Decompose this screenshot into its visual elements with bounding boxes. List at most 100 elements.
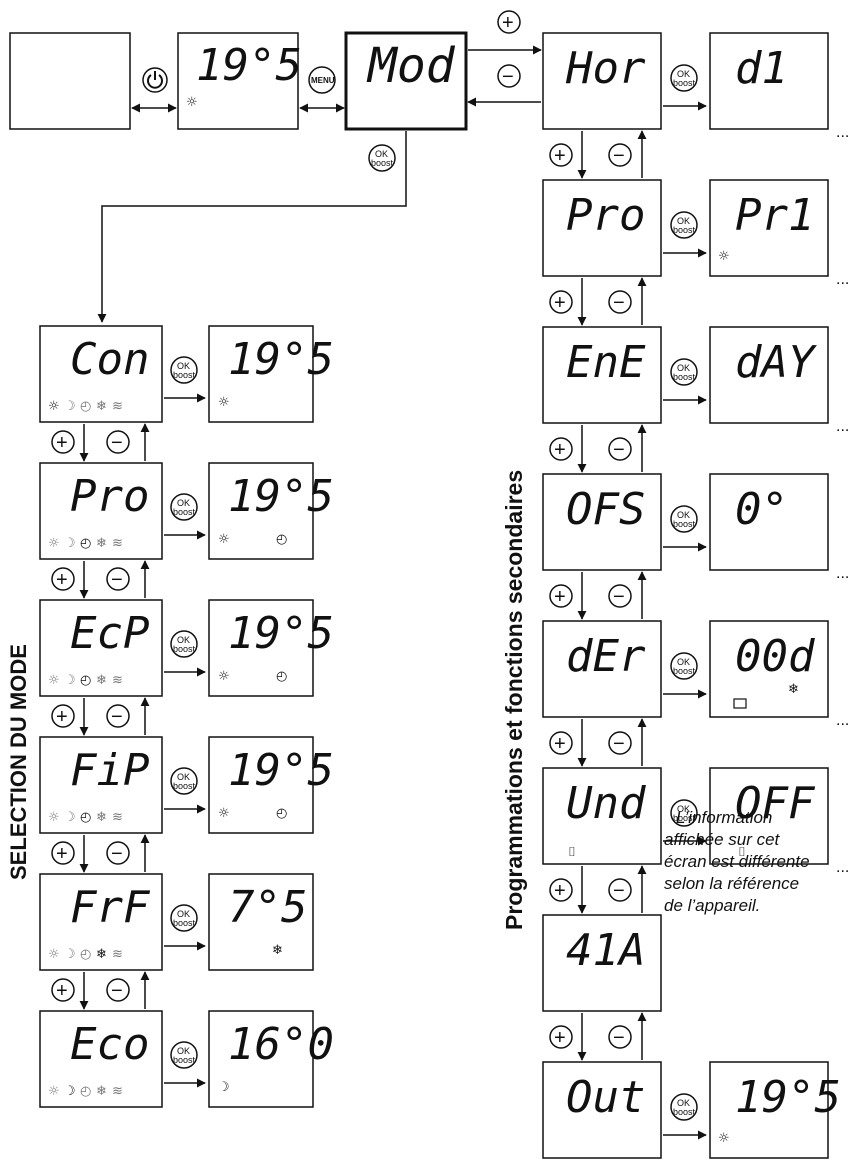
menu-button[interactable]: MENU bbox=[308, 66, 336, 94]
power-button[interactable] bbox=[142, 67, 168, 93]
clock-icon: ◴ bbox=[80, 810, 91, 825]
svg-text:−: − bbox=[613, 1027, 625, 1049]
plus-button-top[interactable]: + bbox=[497, 10, 521, 34]
ok-label: OK bbox=[677, 510, 690, 520]
ellipsis: ... bbox=[836, 859, 849, 876]
ok-label: OK bbox=[677, 216, 690, 226]
svg-text:−: − bbox=[111, 569, 123, 591]
svg-text:écran est différente: écran est différente bbox=[664, 852, 810, 871]
heat-icon: ≋ bbox=[112, 673, 123, 688]
lcd-screen-mod bbox=[344, 31, 468, 131]
plus-button[interactable]: + bbox=[549, 584, 573, 608]
svg-text:+: + bbox=[554, 733, 566, 755]
svg-text:+: + bbox=[56, 432, 68, 454]
lcd-mode-label: Eco bbox=[70, 1019, 149, 1070]
lcd-menu-label: 41A bbox=[566, 925, 645, 976]
plus-button[interactable]: + bbox=[549, 878, 573, 902]
lcd-mod-label: Mod bbox=[366, 38, 456, 94]
clock-icon: ◴ bbox=[276, 532, 287, 547]
mode-selection-title: SELECTION DU MODE bbox=[6, 644, 31, 880]
lcd-result-value: 00d bbox=[735, 631, 815, 682]
plus-button[interactable]: + bbox=[549, 731, 573, 755]
minus-button[interactable]: − bbox=[608, 143, 632, 167]
svg-text:L’information: L’information bbox=[676, 808, 772, 827]
plus-button[interactable]: + bbox=[51, 978, 75, 1002]
minus-button[interactable]: − bbox=[608, 437, 632, 461]
svg-text:−: − bbox=[111, 706, 123, 728]
svg-text:−: − bbox=[613, 439, 625, 461]
minus-button[interactable]: − bbox=[608, 584, 632, 608]
lcd-mode-screen bbox=[39, 462, 163, 560]
ok-label: OK bbox=[177, 498, 190, 508]
minus-button[interactable]: − bbox=[106, 841, 130, 865]
sun-icon: ☼ bbox=[218, 395, 230, 410]
boost-label: boost bbox=[673, 1107, 696, 1117]
lcd-menu-screen bbox=[542, 179, 662, 277]
snowflake-icon: ❄ bbox=[96, 1084, 107, 1099]
heat-icon: ≋ bbox=[112, 536, 123, 551]
minus-button[interactable]: − bbox=[106, 704, 130, 728]
heat-icon: ≋ bbox=[112, 947, 123, 962]
lcd-menu-screen bbox=[542, 914, 662, 1012]
plus-button[interactable]: + bbox=[549, 143, 573, 167]
minus-button[interactable]: − bbox=[106, 430, 130, 454]
ellipsis: ... bbox=[836, 418, 849, 435]
plus-button[interactable]: + bbox=[51, 430, 75, 454]
clock-icon: ◴ bbox=[276, 669, 287, 684]
lcd-mode-label: EcP bbox=[70, 608, 149, 659]
sun-icon: ☼ bbox=[218, 532, 230, 547]
plus-button[interactable]: + bbox=[51, 841, 75, 865]
lcd-result-value: 19°5 bbox=[735, 1072, 841, 1123]
ellipsis: ... bbox=[836, 712, 849, 729]
snowflake-icon: ❄ bbox=[272, 943, 283, 958]
plus-button[interactable]: + bbox=[549, 290, 573, 314]
plus-button[interactable]: + bbox=[51, 567, 75, 591]
plus-button[interactable]: + bbox=[549, 437, 573, 461]
lcd-mode-screen bbox=[39, 599, 163, 697]
svg-text:−: − bbox=[613, 145, 625, 167]
ok-boost-button-mod[interactable]: OK boost bbox=[368, 144, 396, 172]
clock-icon: ◴ bbox=[80, 1084, 91, 1099]
lcd-mode-label: Con bbox=[70, 334, 149, 385]
svg-text:−: − bbox=[502, 66, 514, 88]
lcd-temp-value: 19°5 bbox=[196, 40, 302, 91]
minus-button[interactable]: − bbox=[608, 878, 632, 902]
lcd-menu-screen bbox=[542, 473, 662, 571]
minus-button[interactable]: − bbox=[608, 731, 632, 755]
svg-text:−: − bbox=[111, 843, 123, 865]
sun-icon: ☼ bbox=[48, 536, 60, 551]
svg-text:+: + bbox=[56, 843, 68, 865]
minus-button-top[interactable]: − bbox=[497, 64, 521, 88]
ok-label: OK bbox=[677, 363, 690, 373]
minus-button[interactable]: − bbox=[608, 1025, 632, 1049]
minus-button[interactable]: − bbox=[608, 290, 632, 314]
minus-button[interactable]: − bbox=[106, 567, 130, 591]
snowflake-icon: ❄ bbox=[788, 682, 799, 697]
minus-button[interactable]: − bbox=[106, 978, 130, 1002]
plus-button[interactable]: + bbox=[549, 1025, 573, 1049]
plus-button[interactable]: + bbox=[51, 704, 75, 728]
lcd-screen-off bbox=[9, 32, 131, 130]
snowflake-icon: ❄ bbox=[96, 810, 107, 825]
lcd-result-screen bbox=[709, 1061, 829, 1159]
